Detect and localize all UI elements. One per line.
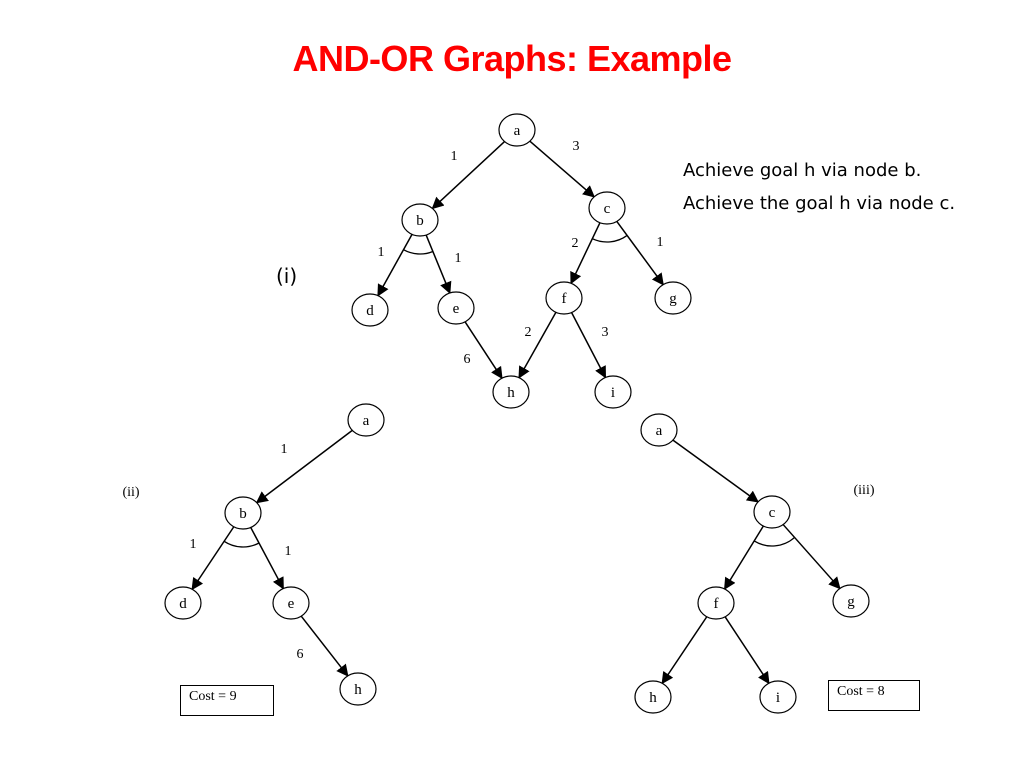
panel-iii-cost-box: Cost = 8 bbox=[828, 680, 920, 711]
graph_i-node-label-e: e bbox=[453, 301, 460, 317]
graph_i-edge-cost-e-h: 6 bbox=[464, 352, 471, 367]
graph_i-edge-b-e bbox=[425, 234, 452, 295]
panel-ii-cost-box: Cost = 9 bbox=[180, 685, 274, 716]
graph_i-node-label-i: i bbox=[611, 385, 615, 401]
graph_iii-edge-c-g bbox=[782, 524, 841, 590]
graph_ii-edge-cost-e-h: 6 bbox=[297, 647, 304, 662]
graph_iii-edge-a-c bbox=[672, 439, 760, 503]
graph_i-edge-c-f bbox=[570, 222, 601, 285]
graph_ii-node-b: b bbox=[224, 496, 262, 530]
graph_ii-node-a: a bbox=[347, 403, 385, 437]
panel-i-label: (i) bbox=[276, 264, 298, 288]
graph_i-edge-cost-c-f: 2 bbox=[572, 236, 579, 251]
slide-title: AND-OR Graphs: Example bbox=[292, 38, 732, 79]
graph_i-node-label-f: f bbox=[562, 291, 567, 307]
graph_iii-node-c: c bbox=[753, 495, 791, 529]
graph_ii-node-d: d bbox=[164, 586, 202, 620]
graph_iii-node-a: a bbox=[640, 413, 678, 447]
graph_i-node-label-g: g bbox=[669, 291, 677, 307]
graph_i-edge-cost-f-i: 3 bbox=[602, 325, 609, 340]
graph_iii-and-arc-c bbox=[753, 536, 796, 547]
graph_i-node-g: g bbox=[654, 281, 692, 315]
graph_iii-node-label-c: c bbox=[769, 505, 776, 521]
graph_i-edge-cost-f-h: 2 bbox=[525, 325, 532, 340]
graph_i-node-f: f bbox=[545, 281, 583, 315]
graph_i-node-label-h: h bbox=[507, 385, 515, 401]
graph_iii-node-h: h bbox=[634, 680, 672, 714]
graph_ii-edge-e-h bbox=[300, 615, 349, 677]
graph_ii-edge-b-e bbox=[250, 527, 284, 590]
graph_i-edge-f-h bbox=[518, 311, 557, 379]
graph_i-node-e: e bbox=[437, 291, 475, 325]
graph_i-node-h: h bbox=[492, 375, 530, 409]
graph_i-edge-e-h bbox=[464, 321, 503, 380]
panel-ii-label: (ii) bbox=[122, 485, 139, 500]
graph_ii-edge-cost-b-d: 1 bbox=[190, 537, 197, 552]
graph_i-edge-b-d bbox=[377, 233, 413, 297]
panel-iii-label: (iii) bbox=[854, 483, 875, 498]
graph_i-and-arc-c bbox=[592, 234, 628, 243]
graph_i-node-label-d: d bbox=[366, 303, 374, 319]
graph_ii-edge-b-d bbox=[191, 526, 235, 591]
graph_ii-edge-cost-a-b: 1 bbox=[281, 442, 288, 457]
graph_i-edge-a-c bbox=[529, 140, 596, 198]
graph_i-node-a: a bbox=[498, 113, 536, 147]
graph_iii-node-label-f: f bbox=[714, 596, 719, 612]
graph_i-node-d: d bbox=[351, 293, 389, 327]
graph_i-edge-cost-b-d: 1 bbox=[378, 245, 385, 260]
graph_i-edge-cost-a-c: 3 bbox=[573, 139, 580, 154]
graph_iii-node-i: i bbox=[759, 680, 797, 714]
graph_iii-node-label-a: a bbox=[656, 423, 663, 439]
graph_i-edge-c-g bbox=[616, 220, 664, 286]
graph_iii-edge-c-f bbox=[723, 525, 765, 590]
graph_iii-edge-f-h bbox=[661, 616, 708, 685]
graph_ii-node-label-a: a bbox=[363, 413, 370, 429]
graph_ii-edge-cost-b-e: 1 bbox=[285, 544, 292, 559]
graph_ii-node-e: e bbox=[272, 586, 310, 620]
graph_i-edge-cost-a-b: 1 bbox=[451, 149, 458, 164]
graph_iii-node-f: f bbox=[697, 586, 735, 620]
description-line-2: Achieve the goal h via node c. bbox=[683, 193, 956, 214]
graph_i-edge-cost-c-g: 1 bbox=[657, 235, 664, 250]
description-line-1: Achieve goal h via node b. bbox=[683, 160, 922, 181]
graph_ii-node-label-e: e bbox=[288, 596, 295, 612]
graph_iii-node-g: g bbox=[832, 584, 870, 618]
graph_ii-edge-a-b bbox=[255, 429, 353, 504]
graph_i-and-arc-b bbox=[403, 249, 434, 255]
graph_ii-node-h: h bbox=[339, 672, 377, 706]
graph_i-node-b: b bbox=[401, 203, 439, 237]
graph_ii-node-label-h: h bbox=[354, 682, 362, 698]
graph_ii-node-label-d: d bbox=[179, 596, 187, 612]
graph_i-node-c: c bbox=[588, 191, 626, 225]
graph_i-node-i: i bbox=[594, 375, 632, 409]
graph_iii-node-label-i: i bbox=[776, 690, 780, 706]
graph_iii-node-label-g: g bbox=[847, 594, 855, 610]
graph_i-node-label-c: c bbox=[604, 201, 611, 217]
graph_i-node-label-a: a bbox=[514, 123, 521, 139]
graph_iii-node-label-h: h bbox=[649, 690, 657, 706]
graph_ii-node-label-b: b bbox=[239, 506, 247, 522]
graph_i-edge-a-b bbox=[431, 141, 506, 210]
graph_ii-and-arc-b bbox=[223, 540, 260, 548]
graph_iii-edge-f-i bbox=[724, 616, 770, 685]
graph_i-edge-f-i bbox=[570, 312, 607, 379]
graph_i-node-label-b: b bbox=[416, 213, 424, 229]
graph_i-edge-cost-b-e: 1 bbox=[455, 251, 462, 266]
